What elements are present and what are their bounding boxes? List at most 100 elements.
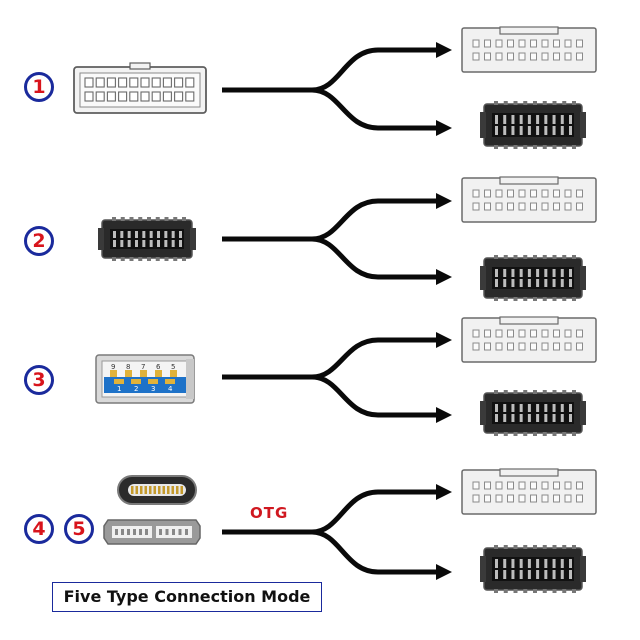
socket-solder-pin bbox=[572, 390, 576, 394]
header-pin-hole bbox=[564, 202, 572, 211]
socket-contact bbox=[495, 279, 498, 287]
header-pin-hole bbox=[472, 189, 480, 198]
header-pin-hole bbox=[185, 91, 195, 102]
socket-contact bbox=[536, 404, 540, 412]
micro-usb-contact bbox=[121, 529, 124, 535]
header-key bbox=[499, 176, 559, 185]
socket-contact bbox=[511, 115, 515, 124]
socket-solder-pin bbox=[513, 432, 518, 436]
socket-contact bbox=[503, 570, 507, 579]
socket-contact bbox=[164, 240, 168, 247]
socket-contact bbox=[560, 279, 564, 287]
header-pin-hole bbox=[507, 189, 514, 198]
socket-contact bbox=[552, 126, 556, 135]
header-pin-hole bbox=[95, 91, 105, 102]
socket-solder-pin bbox=[173, 217, 178, 221]
header-pin-hole bbox=[472, 52, 480, 61]
socket-contact bbox=[503, 559, 507, 568]
socket-solder-pin bbox=[562, 589, 567, 593]
socket-contact bbox=[157, 231, 160, 238]
header-pin-hole bbox=[530, 52, 537, 61]
socket-contact bbox=[511, 279, 515, 287]
socket-contact bbox=[511, 570, 515, 579]
socket-right-tab bbox=[190, 228, 196, 250]
socket-contact bbox=[552, 414, 556, 422]
arrowhead-upper bbox=[436, 42, 452, 58]
output-header-1 bbox=[461, 26, 597, 73]
socket-contact bbox=[527, 279, 531, 287]
socket-contact bbox=[171, 240, 175, 247]
socket-contact bbox=[503, 414, 507, 422]
socket-contact bbox=[495, 414, 498, 422]
socket-solder-pin bbox=[494, 589, 498, 593]
socket-contact bbox=[142, 231, 146, 238]
usb-a-pin-number: 7 bbox=[141, 363, 145, 371]
socket-contact bbox=[527, 559, 531, 568]
socket-solder-pin bbox=[552, 390, 557, 394]
mode-number-2: 2 bbox=[24, 226, 54, 256]
socket-contact bbox=[552, 269, 556, 277]
header-pin-hole bbox=[495, 481, 503, 490]
header-pin-hole bbox=[495, 52, 503, 61]
usb-a-pin-number: 5 bbox=[171, 363, 175, 371]
arrowhead-upper bbox=[436, 332, 452, 348]
header-pin-hole bbox=[151, 91, 161, 102]
socket-contact bbox=[552, 559, 556, 568]
arrowhead-upper bbox=[436, 193, 452, 209]
socket-solder-pin bbox=[173, 257, 178, 261]
socket-solder-pin bbox=[513, 589, 518, 593]
socket-solder-pin bbox=[138, 257, 143, 261]
socket-solder-pin bbox=[147, 217, 151, 221]
socket-contact bbox=[560, 269, 564, 277]
socket-contact bbox=[511, 404, 515, 412]
header-pin-hole bbox=[518, 52, 526, 61]
header-latch bbox=[129, 62, 151, 70]
usb-c-contact bbox=[171, 486, 174, 494]
usb-a-contact bbox=[110, 370, 117, 377]
socket-solder-pin bbox=[562, 255, 567, 259]
header-pin-hole bbox=[185, 77, 195, 88]
usb-c-contact bbox=[162, 486, 165, 494]
socket-solder-pin bbox=[552, 432, 557, 436]
socket-contact bbox=[164, 231, 168, 238]
header-pin-hole bbox=[518, 494, 526, 503]
socket-solder-pin bbox=[542, 390, 547, 394]
header-pin-hole bbox=[95, 77, 105, 88]
socket-solder-pin bbox=[572, 432, 576, 436]
socket-solder-pin bbox=[112, 217, 116, 221]
socket-solder-pin bbox=[542, 589, 547, 593]
usb-c-contact bbox=[158, 486, 161, 494]
otg-label: OTG bbox=[250, 504, 289, 522]
input-5-micro-usb3 bbox=[103, 519, 201, 545]
socket-contact bbox=[171, 231, 175, 238]
socket-contact bbox=[544, 269, 548, 277]
usb-c-contact bbox=[149, 486, 152, 494]
socket-contact bbox=[142, 240, 146, 247]
socket-contact bbox=[113, 240, 116, 247]
micro-usb-contact bbox=[178, 529, 182, 535]
socket-solder-pin bbox=[542, 297, 547, 301]
socket-contact bbox=[544, 126, 548, 135]
socket-contact bbox=[527, 404, 531, 412]
header-pin-hole bbox=[140, 77, 150, 88]
socket-contact bbox=[552, 570, 556, 579]
socket-contact bbox=[560, 570, 564, 579]
output-socket-4 bbox=[480, 545, 586, 593]
socket-solder-pin bbox=[503, 390, 508, 394]
socket-solder-pin bbox=[494, 255, 498, 259]
arrowhead-upper bbox=[436, 484, 452, 500]
cable-upper-branch bbox=[222, 337, 436, 380]
usb-c-contact bbox=[180, 486, 183, 494]
socket-contact bbox=[527, 269, 531, 277]
socket-solder-pin bbox=[572, 545, 576, 549]
header-pin-hole bbox=[553, 39, 560, 48]
socket-solder-pin bbox=[572, 589, 576, 593]
header-pin-hole bbox=[530, 189, 537, 198]
header-pin-hole bbox=[518, 329, 526, 338]
cable-lower-branch bbox=[311, 87, 436, 131]
output-socket-1 bbox=[480, 101, 586, 149]
socket-contact bbox=[569, 269, 572, 277]
header-pin-hole bbox=[530, 39, 537, 48]
socket-solder-pin bbox=[533, 101, 537, 105]
